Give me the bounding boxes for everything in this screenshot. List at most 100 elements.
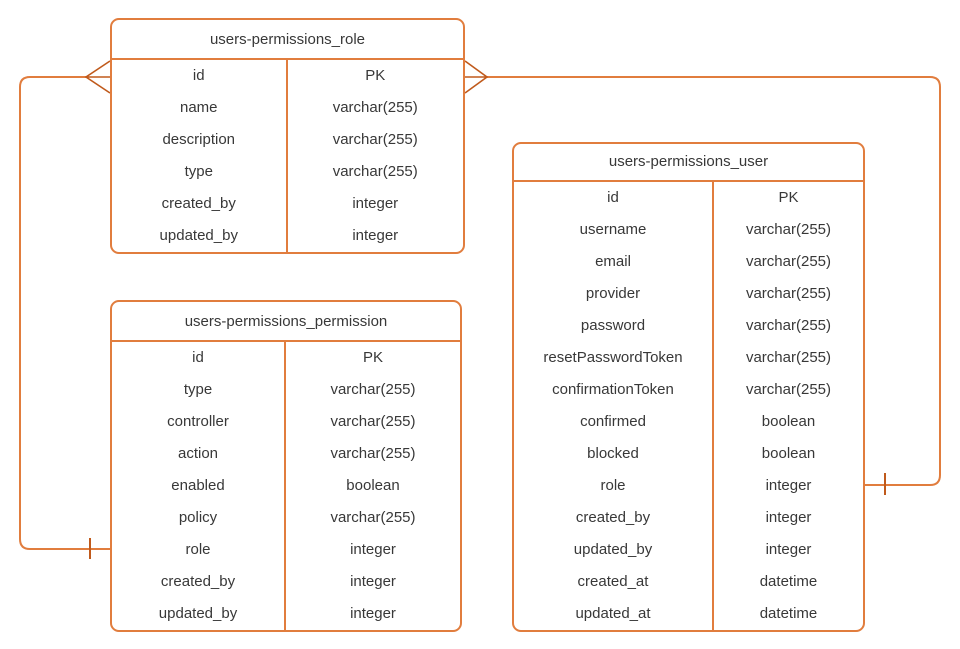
field-type-cell: boolean [761,413,816,430]
table-title: users-permissions_role [112,20,463,60]
field-name-cell: created_at [514,566,714,598]
field-name-cell: controller [112,406,286,438]
entity-table-users-permissions-user[interactable]: users-permissions_user id PK username varch… [512,142,865,632]
field-name-cell: action [112,438,286,470]
field-name-cell: created_by [112,188,288,220]
field-type-cell: varchar(255) [745,253,832,270]
table-row: created_by integer [112,566,460,598]
field-name-cell: type [112,156,288,188]
field-type-cell: datetime [759,605,818,622]
field-type-cell: boolean [761,445,816,462]
table-row: type varchar(255) [112,156,463,188]
many-crowfoot-icon [84,60,111,94]
field-type-cell: integer [765,477,812,494]
field-name-cell: confirmationToken [514,374,714,406]
table-row: created_at datetime [514,566,863,598]
field-name-cell: type [112,374,286,406]
field-type-cell: varchar(255) [745,381,832,398]
entity-table-users-permissions-permission[interactable]: users-permissions_permission id PK type var… [110,300,462,632]
field-name-cell: updated_at [514,598,714,630]
field-type-cell: varchar(255) [330,509,416,526]
field-type-cell: integer [352,227,399,244]
field-type-cell: integer [765,509,812,526]
table-row: updated_by integer [514,534,863,566]
table-row: policy varchar(255) [112,502,460,534]
field-type-cell: PK [362,349,383,366]
relationship-line[interactable] [19,76,110,550]
table-row: resetPasswordToken varchar(255) [514,342,863,374]
table-row: password varchar(255) [514,310,863,342]
field-name-cell: username [514,214,714,246]
field-name-cell: password [514,310,714,342]
field-type-cell: boolean [346,477,400,494]
field-name-cell: updated_by [514,534,714,566]
table-row: provider varchar(255) [514,278,863,310]
field-name-cell: updated_by [112,598,286,630]
field-name-cell: confirmed [514,406,714,438]
table-row: confirmed boolean [514,406,863,438]
field-name-cell: role [112,534,286,566]
table-title: users-permissions_permission [112,302,460,342]
table-row: id PK [514,182,863,214]
table-row: blocked boolean [514,438,863,470]
table-row: updated_by integer [112,598,460,630]
table-row: username varchar(255) [514,214,863,246]
table-row: created_by integer [112,188,463,220]
table-row: updated_at datetime [514,598,863,630]
table-rows: id PK name varchar(255) description varchar(2… [112,60,463,252]
field-name-cell: created_by [112,566,286,598]
field-name-cell: id [112,60,288,92]
relationship-line[interactable] [487,76,941,486]
table-row: name varchar(255) [112,92,463,124]
table-row: role integer [112,534,460,566]
field-type-cell: varchar(255) [332,99,418,116]
relationship-role-to-permission[interactable] [19,60,111,559]
table-row: type varchar(255) [112,374,460,406]
field-name-cell: email [514,246,714,278]
field-type-cell: integer [350,541,396,558]
field-type-cell: varchar(255) [332,163,418,180]
field-name-cell: description [112,124,288,156]
field-type-cell: PK [778,189,799,206]
table-row: created_by integer [514,502,863,534]
entity-table-users-permissions-role[interactable]: users-permissions_role id PK name varchar(2… [110,18,465,254]
field-name-cell: id [112,342,286,374]
field-type-cell: varchar(255) [332,131,418,148]
table-rows: id PK username varchar(255) email varchar(255… [514,182,863,630]
field-name-cell: policy [112,502,286,534]
table-row: id PK [112,60,463,92]
table-row: updated_by integer [112,220,463,252]
table-row: role integer [514,470,863,502]
field-name-cell: updated_by [112,220,288,252]
field-type-cell: varchar(255) [745,221,832,238]
field-name-cell: id [514,182,714,214]
field-type-cell: varchar(255) [745,317,832,334]
field-type-cell: varchar(255) [330,381,416,398]
field-name-cell: blocked [514,438,714,470]
table-row: description varchar(255) [112,124,463,156]
field-name-cell: provider [514,278,714,310]
field-name-cell: name [112,92,288,124]
field-name-cell: created_by [514,502,714,534]
field-type-cell: varchar(255) [745,285,832,302]
relationship-role-to-user[interactable] [464,60,941,495]
field-type-cell: PK [365,67,386,84]
field-type-cell: varchar(255) [745,349,832,366]
field-type-cell: varchar(255) [330,445,416,462]
field-type-cell: datetime [759,573,818,590]
field-type-cell: integer [350,605,396,622]
field-type-cell: integer [350,573,396,590]
table-row: email varchar(255) [514,246,863,278]
table-row: confirmationToken varchar(255) [514,374,863,406]
table-title: users-permissions_user [514,144,863,182]
field-type-cell: integer [765,541,812,558]
many-crowfoot-icon [464,60,489,94]
table-row: action varchar(255) [112,438,460,470]
field-name-cell: role [514,470,714,502]
field-type-cell: integer [352,195,399,212]
field-name-cell: resetPasswordToken [514,342,714,374]
